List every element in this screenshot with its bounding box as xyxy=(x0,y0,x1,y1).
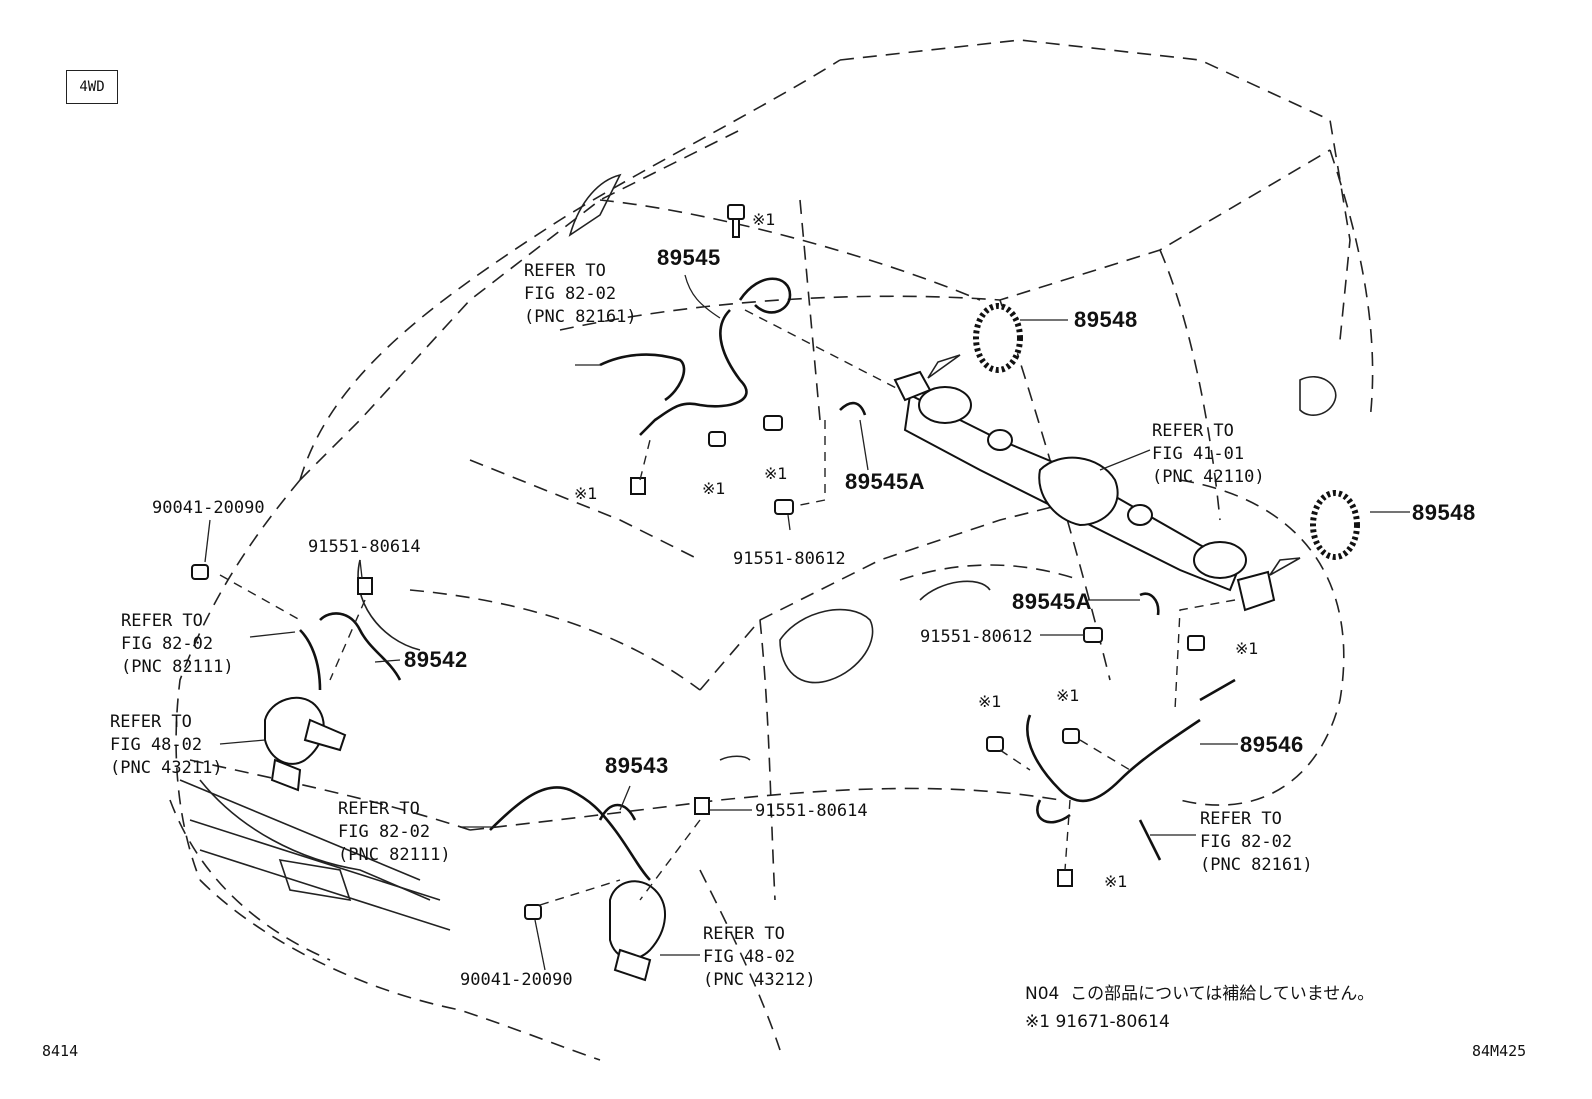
mark-1-bolt-left: ※1 xyxy=(702,479,726,498)
note-n04: N04 この部品については補給していません。 xyxy=(1025,984,1375,1004)
vehicle-outline xyxy=(169,39,1374,1061)
reference-pnc-82111-center[interactable]: REFER TO FIG 82-02 (PNC 82111) xyxy=(338,799,451,865)
reference-pnc-82161-right[interactable]: REFER TO FIG 82-02 (PNC 82161) xyxy=(1200,809,1313,875)
assembly-lines xyxy=(219,309,1236,906)
part-number-89546[interactable]: 89546 xyxy=(1240,732,1304,757)
mark-1-bolt-right: ※1 xyxy=(764,464,788,483)
part-number-89543[interactable]: 89543 xyxy=(605,753,669,778)
bolt-label-90041-upper[interactable]: 90041-20090 xyxy=(152,498,265,518)
part-number-89545A-upper[interactable]: 89545A xyxy=(845,469,926,494)
sensor-wires xyxy=(299,277,1236,881)
mark-1-rear-bottom: ※1 xyxy=(1104,872,1128,891)
bolt-label-91551-80614-left[interactable]: 91551-80614 xyxy=(308,537,421,557)
part-number-89545A-lower[interactable]: 89545A xyxy=(1012,589,1093,614)
illustration-code: 84M425 xyxy=(1472,1042,1527,1060)
figure-number: 8414 xyxy=(42,1042,79,1060)
mark-1-rear-left: ※1 xyxy=(978,692,1002,711)
direction-arrows xyxy=(927,354,1301,576)
mark-1-rear-upper: ※1 xyxy=(1235,639,1259,658)
bolt-label-90041-lower[interactable]: 90041-20090 xyxy=(460,970,573,990)
reference-pnc-43211[interactable]: REFER TO FIG 48-02 (PNC 43211) xyxy=(110,712,223,778)
grille-pattern xyxy=(179,779,451,931)
bolt-label-91551-80612-right[interactable]: 91551-80612 xyxy=(920,627,1033,647)
reference-pnc-43212[interactable]: REFER TO FIG 48-02 (PNC 43212) xyxy=(703,924,816,990)
bolts xyxy=(191,204,1205,920)
mark-1-top: ※1 xyxy=(752,210,776,229)
drive-type-badge: 4WD xyxy=(66,70,118,104)
mark-1-bolt-lower: ※1 xyxy=(574,484,598,503)
reference-pnc-82161-top[interactable]: REFER TO FIG 82-02 (PNC 82161) xyxy=(524,261,637,327)
steering-knuckles xyxy=(264,696,667,982)
part-number-89545[interactable]: 89545 xyxy=(657,245,721,270)
rear-axle-housing xyxy=(893,370,1276,612)
note-mark-1: ※1 91671-80614 xyxy=(1025,1012,1170,1032)
reference-pnc-82111-left[interactable]: REFER TO FIG 82-02 (PNC 82111) xyxy=(121,611,234,677)
part-number-89548-upper[interactable]: 89548 xyxy=(1074,307,1138,332)
sensor-rotor-rings xyxy=(973,303,1360,560)
leader-lines xyxy=(204,274,1410,971)
bolt-label-91551-80612-center[interactable]: 91551-80612 xyxy=(733,549,846,569)
part-number-89548-lower[interactable]: 89548 xyxy=(1412,500,1476,525)
part-number-89542[interactable]: 89542 xyxy=(404,647,468,672)
reference-pnc-42110[interactable]: REFER TO FIG 41-01 (PNC 42110) xyxy=(1152,421,1265,487)
bolt-label-91551-80614-center[interactable]: 91551-80614 xyxy=(755,801,868,821)
mark-1-rear-middle: ※1 xyxy=(1056,686,1080,705)
